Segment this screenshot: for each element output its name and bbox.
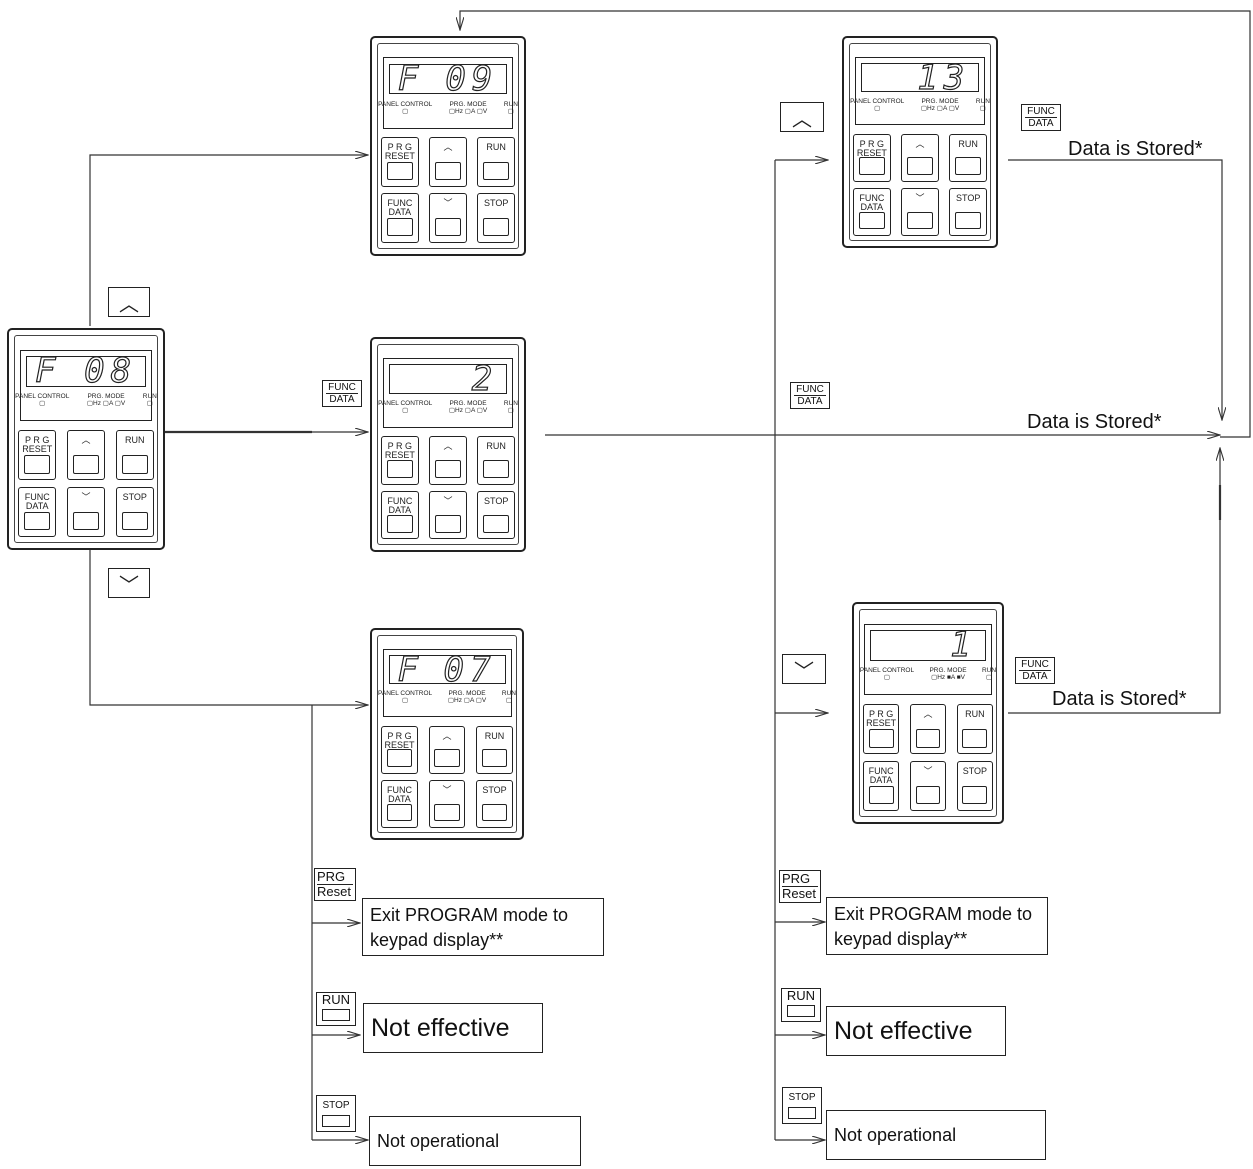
stop-key-icon: STOP [782, 1087, 822, 1124]
down-key[interactable]: ﹀ [67, 486, 105, 538]
stop-key[interactable]: STOP [956, 760, 994, 812]
stop-key[interactable]: STOP [477, 193, 515, 244]
not-operational-result: Not operational [369, 1116, 581, 1166]
display-area [382, 648, 512, 718]
stop-key[interactable]: STOP [476, 779, 513, 828]
run-key[interactable]: RUN [476, 725, 513, 774]
data-stored-label: Data is Stored* [1052, 688, 1187, 710]
indicator-row: PANEL CONTROL▢ PRG. MODE▢Hz ▢A ▢V RUN▢ [378, 100, 518, 115]
display-area [382, 57, 514, 129]
not-effective-result: Not effective [826, 1006, 1006, 1056]
down-key[interactable]: ﹀ [428, 779, 466, 828]
exit-program-result: Exit PROGRAM mode to keypad display** [362, 898, 604, 956]
run-key[interactable]: RUN [477, 436, 515, 485]
stop-key[interactable]: STOP [949, 187, 987, 236]
return-line [460, 10, 1251, 438]
indicator-row: PANEL CONTROL▢ PRG. MODE▢Hz ▢A ▢V RUN▢ [378, 690, 516, 705]
down-arrow-key-icon: ﹀ [782, 654, 826, 684]
down-key[interactable]: ﹀ [429, 490, 467, 540]
stop-key-icon: STOP [316, 1095, 356, 1132]
up-arrow-key-icon: ︿ [780, 102, 824, 132]
down-store-line [1008, 448, 1220, 714]
display-area [854, 56, 986, 126]
lcd-readout: 13 [860, 57, 980, 98]
down-arrow-key-icon: ﹀ [108, 568, 150, 598]
display-area [382, 357, 514, 428]
down-branch-line [89, 549, 368, 705]
data-stored-label: Data is Stored* [1027, 411, 1162, 433]
data-stored-label: Data is Stored* [1068, 138, 1203, 160]
stop-key[interactable]: STOP [477, 490, 515, 540]
up-store-line [1008, 159, 1222, 420]
display-area [864, 623, 992, 696]
run-key[interactable]: RUN [115, 430, 154, 481]
indicator-row: PANEL CONTROL▢ PRG. MODE▢Hz ▢A ▢V RUN▢ [15, 393, 157, 408]
stop-key[interactable]: STOP [115, 486, 154, 538]
run-key-icon: RUN [781, 988, 821, 1022]
up-key[interactable]: ︿ [67, 430, 105, 481]
down-key[interactable]: ﹀ [429, 193, 467, 244]
lcd-readout: 2 [388, 358, 508, 400]
keypad-panel-up-data: 13 PANEL CONTROL▢ PRG. MODE▢Hz ▢A ▢V RUN… [842, 36, 998, 248]
up-key[interactable]: ︿ [429, 436, 467, 485]
up-key[interactable]: ︿ [901, 133, 939, 182]
run-key[interactable]: RUN [477, 137, 515, 188]
up-branch-line [89, 155, 368, 326]
run-key[interactable]: RUN [956, 704, 994, 755]
up-key[interactable]: ︿ [428, 725, 466, 774]
display-area [19, 349, 153, 422]
down-key[interactable]: ﹀ [909, 760, 947, 812]
run-key-icon: RUN [316, 992, 356, 1026]
indicator-row: PANEL CONTROL▢ PRG. MODE▢Hz ▢A ▢V RUN▢ [378, 400, 518, 415]
not-effective-result: Not effective [363, 1003, 543, 1053]
keypad-panel-down-data: 1 PANEL CONTROL▢ PRG. MODE▢Hz ■A ■V RUN▢… [852, 602, 1004, 824]
indicator-row: PANEL CONTROL▢ PRG. MODE▢Hz ▢A ▢V RUN▢ [850, 98, 990, 113]
run-key[interactable]: RUN [949, 133, 987, 182]
exit-program-result: Exit PROGRAM mode to keypad display** [826, 897, 1048, 955]
up-key[interactable]: ︿ [429, 137, 467, 188]
up-key[interactable]: ︿ [909, 704, 947, 755]
keypad-panel-func-result: 2 PANEL CONTROL▢ PRG. MODE▢Hz ▢A ▢V RUN▢… [370, 337, 526, 552]
down-key[interactable]: ﹀ [901, 187, 939, 236]
lcd-readout: 1 [870, 625, 986, 666]
not-operational-result: Not operational [826, 1110, 1046, 1160]
indicator-row: PANEL CONTROL▢ PRG. MODE▢Hz ■A ■V RUN▢ [859, 667, 997, 682]
up-arrow-key-icon: ︿ [108, 287, 150, 317]
